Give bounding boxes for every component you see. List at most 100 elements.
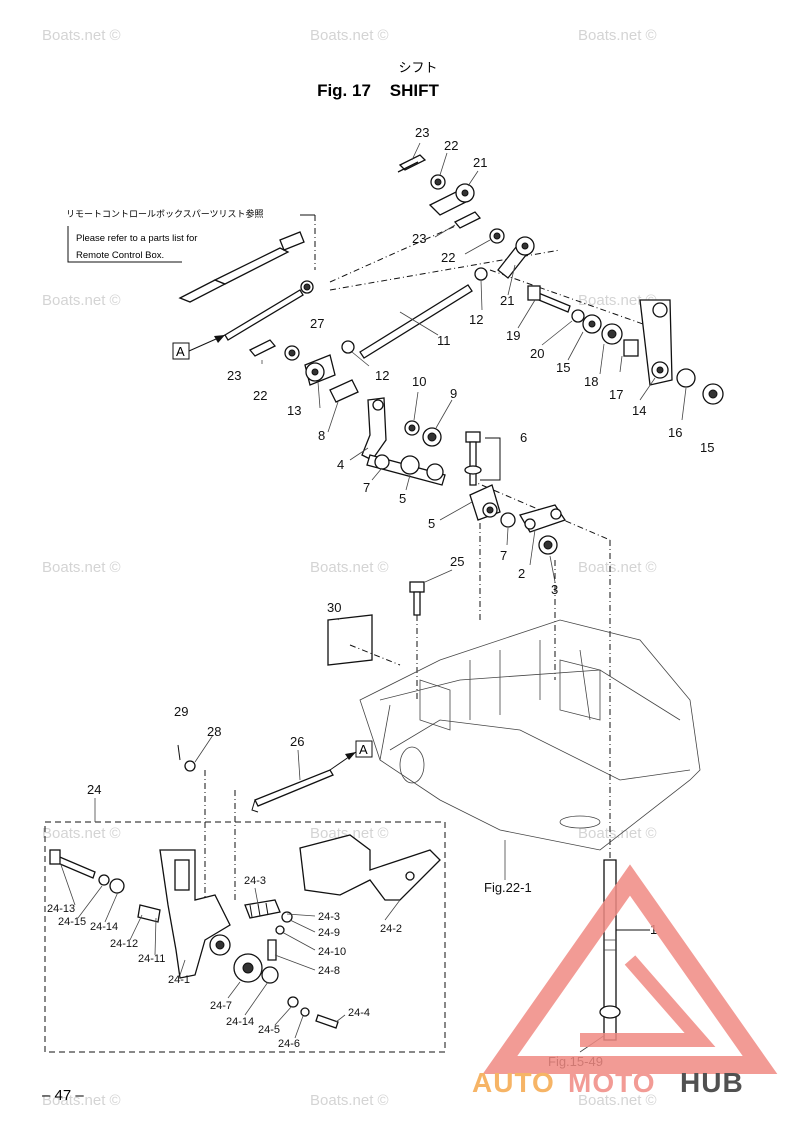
- bolt-25: [409, 581, 425, 616]
- callout-10: 10: [412, 374, 426, 389]
- watermark-text: Boats.net ©: [578, 292, 657, 309]
- leader-lines: [59, 142, 687, 1053]
- callout-21: 21: [500, 293, 514, 308]
- bushing-16: [676, 368, 696, 388]
- callout-24-1: 24-1: [168, 974, 190, 986]
- split-pin-29: [177, 744, 181, 761]
- automotohub-logo: AUTO MOTO HUB: [472, 864, 778, 1098]
- watermark-text: Boats.net ©: [310, 825, 389, 842]
- callout-21: 21: [473, 155, 487, 170]
- callout-23: 23: [227, 368, 241, 383]
- washer-7-right: [500, 512, 516, 528]
- joint-13: [304, 354, 336, 386]
- watermark-text: Boats.net ©: [310, 27, 389, 44]
- callout-24-8: 24-8: [318, 965, 340, 977]
- callout-24-10: 24-10: [318, 946, 346, 958]
- callout-29: 29: [174, 704, 188, 719]
- nut-12-top: [474, 267, 488, 281]
- collar-5-left: [400, 455, 420, 475]
- collar-17: [623, 339, 639, 357]
- callout-3: 3: [551, 582, 558, 597]
- callout-7: 7: [500, 548, 507, 563]
- callout-22: 22: [441, 250, 455, 265]
- callout-12: 12: [469, 312, 483, 327]
- callout-24-11: 24-11: [138, 953, 165, 965]
- callout-24-15: 24-15: [58, 916, 86, 928]
- bolt-19: [527, 285, 571, 313]
- decal-30: [327, 614, 373, 666]
- rod-26: [251, 769, 334, 813]
- watermark-text: Boats.net ©: [310, 1092, 389, 1109]
- callout-27: 27: [310, 316, 324, 331]
- page-number: – 47 –: [42, 1087, 84, 1104]
- bolt-6: [464, 431, 501, 486]
- callout-30: 30: [327, 600, 341, 615]
- lever-14: [639, 299, 673, 386]
- page-subtitle: シフト: [398, 60, 437, 75]
- watermark-text: Boats.net ©: [578, 1092, 657, 1109]
- cable-end: [178, 231, 314, 303]
- callout-12: 12: [375, 368, 389, 383]
- note-japanese: リモートコントロールボックスパーツリスト参照: [66, 208, 264, 219]
- shift-bracket-4: [361, 397, 387, 461]
- callout-2: 2: [518, 566, 525, 581]
- pin-8: [329, 379, 359, 403]
- figure-reference-22-1: Fig.22-1: [484, 880, 532, 895]
- callout-24-14: 24-14: [226, 1016, 254, 1028]
- joint-5-right: [469, 484, 501, 521]
- watermark-text: Boats.net ©: [42, 825, 121, 842]
- callout-16: 16: [668, 425, 682, 440]
- callout-17: 17: [609, 387, 623, 402]
- callout-15: 15: [700, 440, 714, 455]
- page-title: Fig. 17 SHIFT: [317, 81, 439, 100]
- clip-23-top: [397, 154, 427, 173]
- callout-25: 25: [450, 554, 464, 569]
- joint-21-top: [428, 183, 475, 216]
- callout-24: 24: [87, 782, 101, 797]
- callout-24-3: 24-3: [244, 875, 266, 887]
- callout-5: 5: [399, 491, 406, 506]
- callout-22: 22: [444, 138, 458, 153]
- callout-23: 23: [415, 125, 429, 140]
- callout-4: 4: [337, 457, 344, 472]
- callout-24-13: 24-13: [47, 903, 75, 915]
- callout-14: 14: [632, 403, 646, 418]
- remote-control-note: リモートコントロールボックスパーツリスト参照 Please refer to a…: [66, 208, 316, 270]
- callout-18: 18: [584, 374, 598, 389]
- sub-callout-labels: 24-13 24-15 24-14 24-12 24-11 24-1 24-7 …: [47, 875, 402, 1050]
- watermark-text: Boats.net ©: [578, 559, 657, 576]
- callout-9: 9: [450, 386, 457, 401]
- callout-24-14: 24-14: [90, 921, 118, 933]
- washer-28: [184, 760, 196, 772]
- watermark-text: Boats.net ©: [42, 1092, 121, 1109]
- nut-12-left: [341, 340, 355, 354]
- logo-text-moto: MOTO: [568, 1067, 655, 1098]
- callout-24-6: 24-6: [278, 1038, 300, 1050]
- callout-5: 5: [428, 516, 435, 531]
- callout-24-3: 24-3: [318, 911, 340, 923]
- rod-27: [224, 289, 304, 341]
- link-2: [519, 504, 567, 533]
- watermark-text: Boats.net ©: [42, 559, 121, 576]
- lower-cowling: [359, 619, 701, 851]
- logo-text-auto: AUTO: [472, 1067, 555, 1098]
- clip-23-mid: [453, 211, 482, 229]
- watermark-text: Boats.net ©: [578, 825, 657, 842]
- callout-23: 23: [412, 231, 426, 246]
- callout-1: 1: [650, 922, 657, 937]
- watermark-text: Boats.net ©: [42, 27, 121, 44]
- assembly-24-box: [44, 821, 446, 1053]
- clip-23-left: [248, 339, 277, 357]
- callout-20: 20: [530, 346, 544, 361]
- callout-24-2: 24-2: [380, 923, 402, 935]
- joint-21-mid: [497, 236, 535, 279]
- bracket-24-2: [299, 834, 441, 901]
- callout-7: 7: [363, 480, 370, 495]
- callout-26: 26: [290, 734, 304, 749]
- washer-20: [571, 309, 585, 323]
- callout-24-4: 24-4: [348, 1007, 370, 1019]
- note-line-1: Please refer to a parts list for: [76, 233, 197, 244]
- callout-13: 13: [287, 403, 301, 418]
- watermark-layer: Boats.net © Boats.net © Boats.net © Boat…: [42, 27, 657, 1109]
